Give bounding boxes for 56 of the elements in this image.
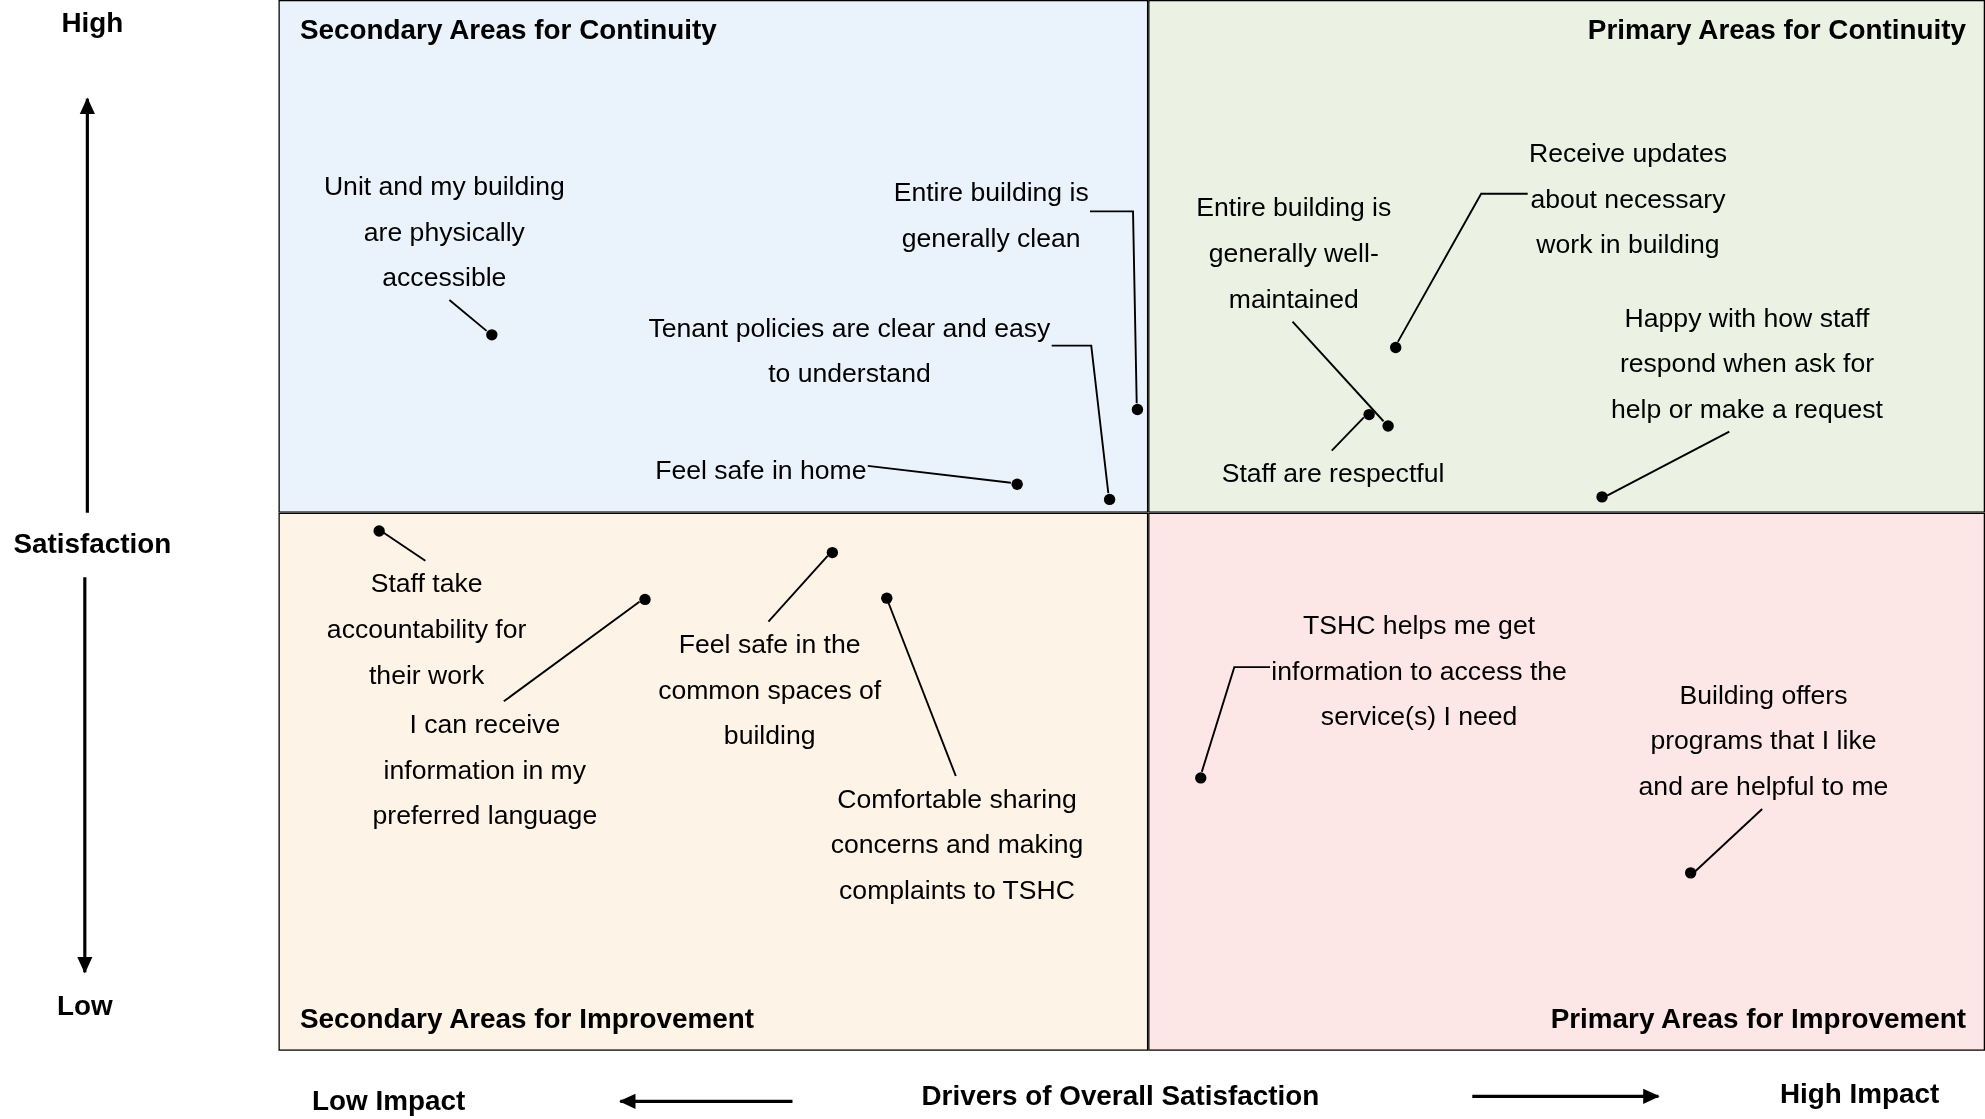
statement-label: I can receive information in my preferred language (371, 701, 599, 839)
leader-line (866, 464, 1012, 484)
leader-line (1606, 430, 1731, 497)
axis-label: Low (56, 989, 113, 1023)
data-point (1362, 408, 1375, 420)
statement-label: Building offers programs that I like and are helpful to me (1637, 672, 1890, 809)
statement-label: Receive updates about necessary work in building (1527, 130, 1729, 268)
leader-line (1694, 808, 1764, 872)
leader-line (502, 600, 641, 703)
statement-label: Staff are respectful (1220, 450, 1446, 497)
data-point (638, 593, 651, 605)
statement-label: Feel safe in the common spaces of building (656, 621, 883, 759)
quadrant-heading: Secondary Areas for Improvement (300, 1002, 755, 1036)
axis-title: Drivers of Overall Satisfaction (921, 1079, 1320, 1113)
data-point (485, 328, 497, 340)
statement-label: Entire building is generally well-maintained (1195, 184, 1393, 322)
statement-label: Feel safe in home (653, 446, 868, 493)
quadrant-heading: Primary Areas for Improvement (1550, 1002, 1966, 1036)
axis-label: High (61, 6, 124, 40)
statement-label: Unit and my building are physically accessible (322, 163, 567, 301)
data-point (1194, 771, 1206, 783)
statement-label: Tenant policies are clear and easy to understand (647, 305, 1052, 397)
statement-label: TSHC helps me get information to access the service(s) I need (1270, 602, 1569, 740)
quadrant-panel (1148, 512, 1985, 1051)
leader-line (1291, 320, 1385, 423)
leader-line (1396, 192, 1529, 343)
leader-line (1089, 210, 1138, 405)
statement-label: Comfortable sharing concerns and making complaints to TSHC (829, 776, 1085, 913)
leader-line (382, 531, 427, 562)
data-point (1381, 419, 1394, 432)
statement-label: Entire building is generally clean (892, 169, 1090, 261)
data-point (1684, 866, 1696, 878)
quadrant-panel (1148, 0, 1985, 513)
leader-line (1330, 416, 1365, 452)
axis-title: Satisfaction (13, 527, 172, 561)
axis-label: Low Impact (312, 1084, 466, 1118)
data-point (1389, 341, 1401, 353)
data-point (1010, 477, 1023, 490)
statement-label: Happy with how staff respond when ask for help or make a request (1609, 294, 1885, 432)
data-point (880, 591, 892, 604)
leader-line (1200, 666, 1272, 773)
data-point (826, 546, 838, 558)
data-point (372, 524, 385, 537)
axis-label: High Impact (1780, 1077, 1940, 1111)
leader-line (1050, 344, 1110, 495)
quadrant-heading: Secondary Areas for Continuity (300, 13, 717, 47)
quadrant-panel (278, 512, 1149, 1051)
leader-line (448, 299, 488, 332)
quadrant-panel (278, 0, 1149, 513)
data-point (1103, 493, 1115, 505)
leader-line (887, 601, 957, 777)
data-point (1595, 490, 1608, 502)
leader-line (767, 555, 829, 623)
statement-label: Staff take accountability for their work (325, 560, 528, 698)
quadrant-heading: Primary Areas for Continuity (1587, 13, 1966, 47)
data-point (1131, 403, 1143, 415)
